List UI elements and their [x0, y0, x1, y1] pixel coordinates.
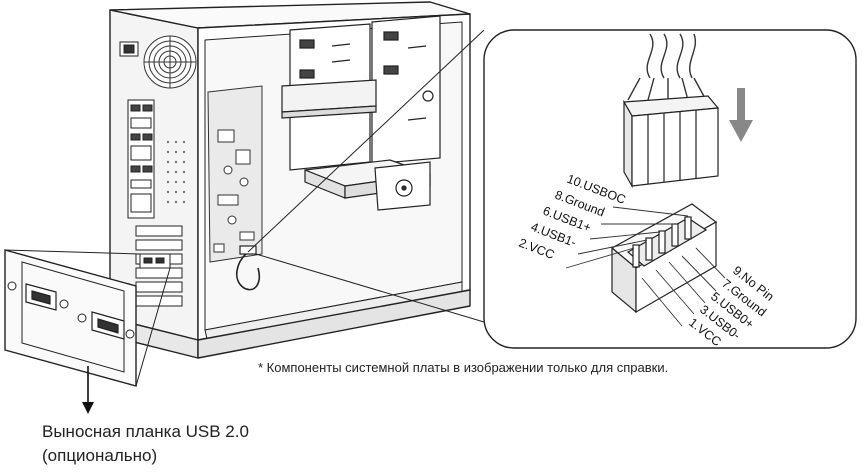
insert-arrow-icon	[729, 88, 753, 142]
vent-grid	[166, 140, 186, 204]
usb-port-icon	[25, 283, 57, 311]
fan-icon	[143, 35, 197, 89]
optical-drive	[281, 79, 377, 119]
usb-bracket-on-case	[139, 253, 171, 269]
power-socket	[119, 41, 139, 57]
screw-icon	[7, 281, 135, 339]
usb-header-connector	[610, 203, 718, 314]
zoom-leader-lines	[4, 249, 171, 387]
connector-zoom-callout: 10.USBOC 8.Ground 6.USB1+ 4.USB1- 2.VCC …	[247, 29, 857, 349]
reference-note: * Компоненты системной платы в изображен…	[258, 360, 669, 375]
usb-bracket-zoom	[4, 249, 137, 387]
pin-leader-lines	[565, 206, 726, 327]
hard-drive	[304, 159, 431, 211]
caption-line-1: Выносная планка USB 2.0	[42, 422, 249, 441]
internal-usb-cable	[236, 245, 260, 291]
bracket-caption: Выносная планка USB 2.0 (опционально)	[42, 420, 249, 468]
usb-port-icon	[91, 311, 125, 340]
rear-io-ports	[127, 99, 155, 219]
arrow-down-icon	[82, 366, 94, 414]
usb-cable-wires	[627, 33, 707, 101]
motherboard	[207, 85, 263, 263]
caption-line-2: (опционально)	[42, 446, 158, 465]
usb-cable-plug	[623, 95, 720, 189]
